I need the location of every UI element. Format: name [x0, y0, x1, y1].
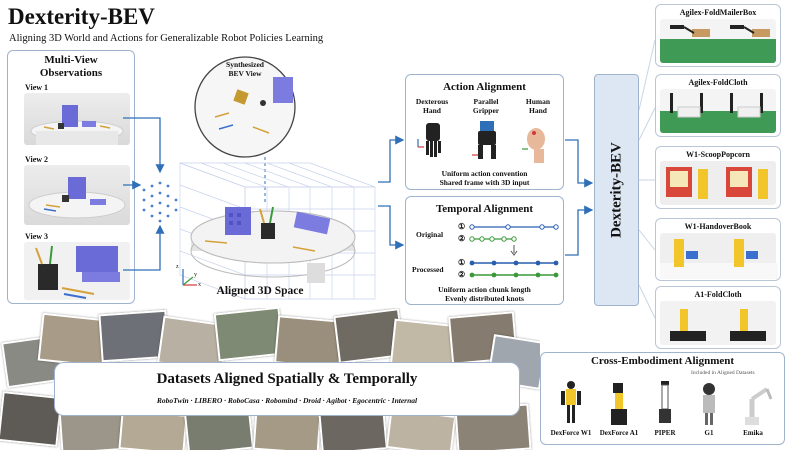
- task-title-1: Agilex-FoldMailerBox: [679, 8, 757, 17]
- piper-icon: [659, 381, 671, 423]
- hand-icons: [417, 121, 545, 163]
- view-1-scene: [30, 105, 124, 145]
- view-2-image: [24, 165, 130, 225]
- task-scene-5: [660, 301, 776, 345]
- dataset-robomind: Robomind: [265, 396, 298, 405]
- task-title-3: W1-ScoopPopcorn: [686, 150, 750, 159]
- action-alignment-panel: Action Alignment Dexterous Hand Parallel…: [405, 74, 564, 190]
- datasets-banner: Datasets Aligned Spatially & Temporally …: [54, 362, 520, 416]
- orig-row1-marker: ①: [458, 222, 466, 231]
- model-label: Dexterity-BEV: [608, 142, 624, 238]
- human-hand-icon: [522, 128, 545, 163]
- hand-gripper-line1: Parallel: [473, 97, 499, 106]
- task-card-w1-scooppopcorn: W1-ScoopPopcorn: [655, 146, 781, 209]
- multiview-panel: Multi-View Observations View 1 View 2 Vi…: [7, 50, 135, 304]
- parallel-gripper-icon: [472, 121, 496, 159]
- g1-icon: [703, 383, 715, 425]
- dataset-agibot: Agibot: [326, 396, 347, 405]
- robot-icons: [561, 381, 773, 425]
- task-title-5: A1-FoldCloth: [694, 290, 742, 299]
- proc-row2-marker: ②: [458, 270, 466, 279]
- point-cloud-icon: [142, 181, 178, 223]
- task-card-w1-handoverbook: W1-HandoverBook: [655, 218, 781, 281]
- cross-embodiment-note: Included in Aligned Datasets: [691, 370, 755, 376]
- bev-label-line1: Synthesized: [226, 60, 264, 69]
- task-title-4: W1-HandoverBook: [684, 222, 752, 231]
- task-title-2: Agilex-FoldCloth: [688, 78, 748, 87]
- dataset-droid: Droid: [302, 396, 321, 405]
- dexterous-hand-icon: [417, 123, 441, 157]
- view-3-scene: [24, 242, 130, 300]
- view-2-scene: [28, 177, 126, 219]
- cross-embodiment-panel: Cross-Embodiment Alignment Included in A…: [540, 352, 785, 445]
- hand-human-line1: Human: [525, 97, 551, 106]
- action-caption-2: Shared frame with 3D input: [439, 178, 530, 187]
- bev-view-circle: [194, 56, 296, 158]
- view-3-label: View 3: [25, 232, 49, 241]
- task-card-agilex-foldcloth: Agilex-FoldCloth: [655, 74, 781, 137]
- temporal-alignment-title: Temporal Alignment: [435, 203, 534, 215]
- task-scene-1: [660, 19, 776, 63]
- orig-row2-marker: ②: [458, 234, 466, 243]
- knot-timelines: [469, 224, 559, 278]
- robot-label-g1: G1: [704, 429, 714, 437]
- page-subtitle: Aligning 3D World and Actions for Genera…: [9, 33, 324, 44]
- robot-label-piper: PIPER: [654, 429, 676, 437]
- dataset-egocentric: Egocentric: [352, 396, 387, 405]
- temporal-caption-2: Evenly distributed knots: [445, 294, 524, 303]
- dataset-robotwin: RoboTwin: [156, 396, 189, 405]
- multiview-title-line2: Observations: [39, 67, 103, 79]
- datasets-list: RoboTwin · LIBERO · RoboCasa · Robomind …: [156, 396, 418, 405]
- robot-label-a1: DexForce A1: [599, 429, 639, 437]
- action-alignment-title: Action Alignment: [443, 81, 526, 93]
- task-scene-3: [660, 161, 776, 205]
- task-scene-2: [660, 89, 776, 133]
- original-label: Original: [416, 230, 444, 239]
- view-3-image: [24, 242, 130, 300]
- axis-z-label: z: [176, 264, 179, 270]
- axis-y-label: y: [194, 272, 197, 278]
- dataset-libero: LIBERO: [194, 396, 223, 405]
- hand-human-line2: Hand: [529, 106, 547, 115]
- robot-label-w1: DexForce W1: [550, 429, 592, 437]
- task-scene-4: [660, 233, 778, 279]
- hand-dexterous-line2: Hand: [423, 106, 441, 115]
- view-1-label: View 1: [25, 83, 49, 92]
- temporal-caption-1: Uniform action chunk length: [438, 285, 531, 294]
- hand-gripper-line2: Gripper: [472, 106, 500, 115]
- proc-row1-marker: ①: [458, 258, 466, 267]
- arrow-view3: [123, 224, 165, 271]
- task-card-agilex-foldmailerbox: Agilex-FoldMailerBox: [655, 4, 781, 67]
- view-1-image: [24, 93, 130, 145]
- datasets-title: Datasets Aligned Spatially & Temporally: [156, 371, 418, 387]
- processed-label: Processed: [412, 265, 444, 274]
- arrow-to-temporal: [378, 205, 405, 250]
- robot-label-emika: Emika: [743, 429, 763, 437]
- dexforce-w1-icon: [561, 381, 581, 423]
- arrow-temporal-to-model: [565, 205, 594, 256]
- axis-x-label: x: [198, 282, 201, 288]
- hand-dexterous-line1: Dexterous: [415, 97, 449, 106]
- arrow-to-action: [378, 135, 405, 183]
- action-caption-1: Uniform action convention: [441, 169, 528, 178]
- dataset-robocasa: RoboCasa: [227, 396, 260, 405]
- arrow-action-to-model: [565, 139, 594, 188]
- bev-label-line2: BEV View: [228, 69, 262, 78]
- page-title: Dexterity-BEV: [8, 4, 155, 29]
- cross-embodiment-title: Cross-Embodiment Alignment: [590, 355, 735, 367]
- temporal-alignment-panel: Temporal Alignment Original Processed ① …: [405, 196, 564, 305]
- dataset-internal: Internal: [391, 396, 418, 405]
- arrow-view1: [123, 117, 165, 174]
- task-card-a1-foldcloth: A1-FoldCloth: [655, 286, 781, 349]
- view-2-label: View 2: [25, 155, 49, 164]
- emika-icon: [745, 387, 773, 425]
- aligned-3d-space: [179, 56, 376, 300]
- model-to-tasks-fan: [638, 39, 656, 319]
- model-block: Dexterity-BEV: [594, 74, 639, 306]
- dexforce-a1-icon: [611, 383, 627, 425]
- aligned-space-label: Aligned 3D Space: [216, 285, 304, 297]
- multiview-title-line1: Multi-View: [44, 54, 98, 66]
